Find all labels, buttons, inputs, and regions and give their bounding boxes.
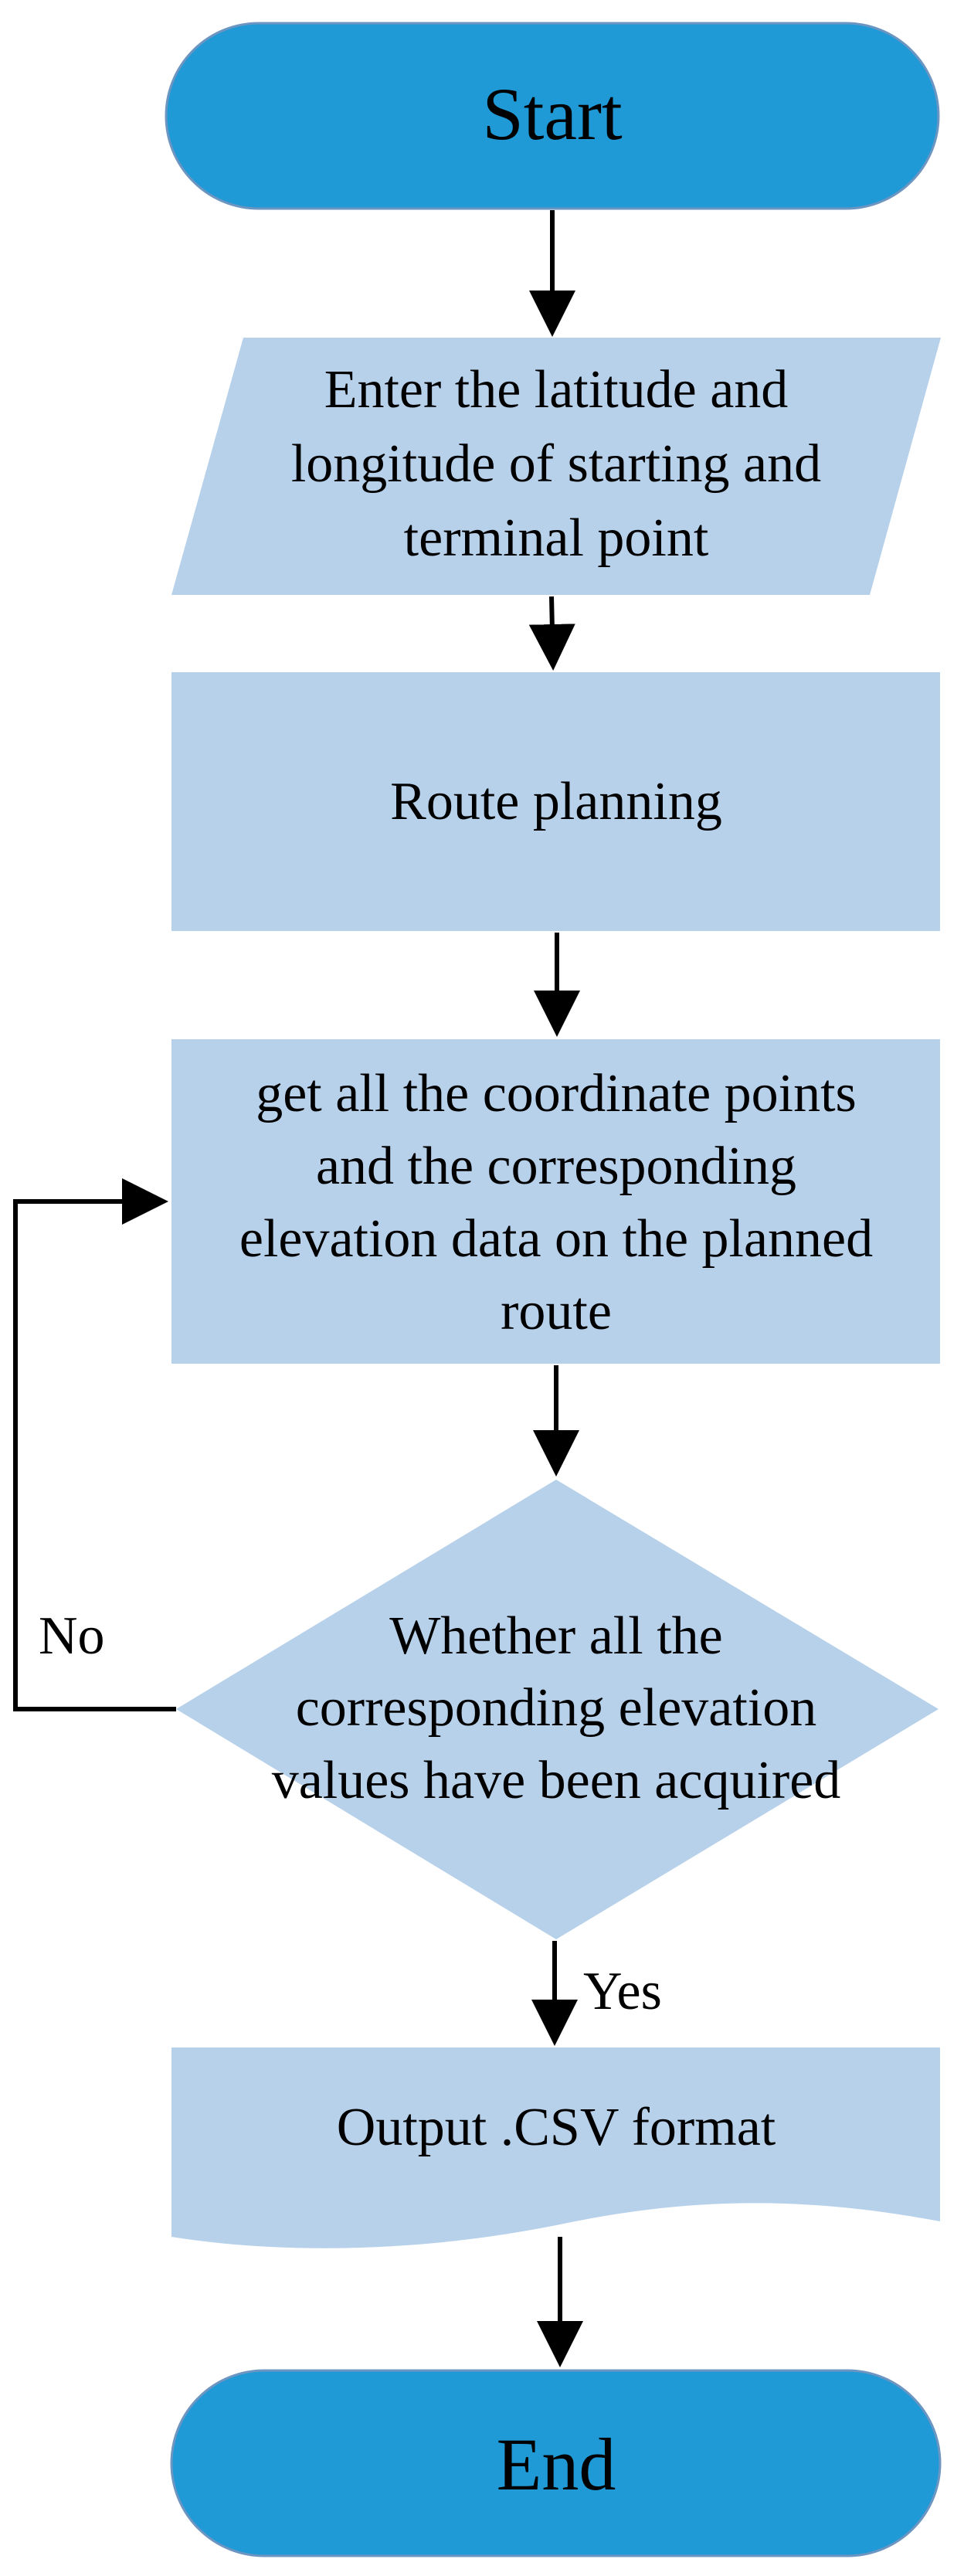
decision-label-line-3: values have been acquired	[272, 1751, 841, 1810]
input-parallelogram-shape	[171, 338, 941, 595]
end-node: End	[170, 2369, 942, 2557]
input-label-line-2: longitude of starting and	[291, 434, 821, 494]
input-label-line-3: terminal point	[404, 508, 709, 568]
route-process-shape	[171, 672, 940, 931]
decision-label-line-1: Whether all the	[389, 1606, 722, 1666]
end-terminal-shape	[170, 2369, 942, 2557]
decision-diamond-shape	[176, 1480, 939, 1939]
start-label: Start	[482, 73, 623, 155]
get-data-node: get all the coordinate points and the co…	[171, 1039, 940, 1364]
get-data-label-line-2: and the corresponding	[316, 1137, 796, 1196]
route-label: Route planning	[390, 772, 722, 831]
input-label-line-1: Enter the latitude and	[324, 360, 789, 420]
start-terminal-shape	[165, 22, 940, 210]
get-data-label-line-3: elevation data on the planned	[239, 1209, 873, 1269]
arrow-no-loop	[13, 1178, 176, 1711]
end-label: End	[497, 2423, 616, 2506]
get-data-process-shape	[171, 1039, 940, 1364]
route-node: Route planning	[171, 672, 940, 931]
start-node: Start	[165, 22, 940, 210]
yes-label: Yes	[583, 1962, 662, 2021]
output-node: Output .CSV format	[171, 2048, 940, 2248]
get-data-label-line-1: get all the coordinate points	[256, 1064, 857, 1123]
decision-label-line-2: corresponding elevation	[296, 1678, 817, 1738]
decision-node: Whether all the corresponding elevation …	[176, 1480, 939, 1939]
output-label: Output .CSV format	[337, 2098, 776, 2157]
no-label: No	[39, 1606, 105, 1666]
input-node: Enter the latitude and longitude of star…	[171, 338, 941, 595]
get-data-label-line-4: route	[501, 1282, 612, 1341]
arrow-input-to-route	[528, 596, 575, 671]
output-document-shape	[171, 2048, 940, 2248]
